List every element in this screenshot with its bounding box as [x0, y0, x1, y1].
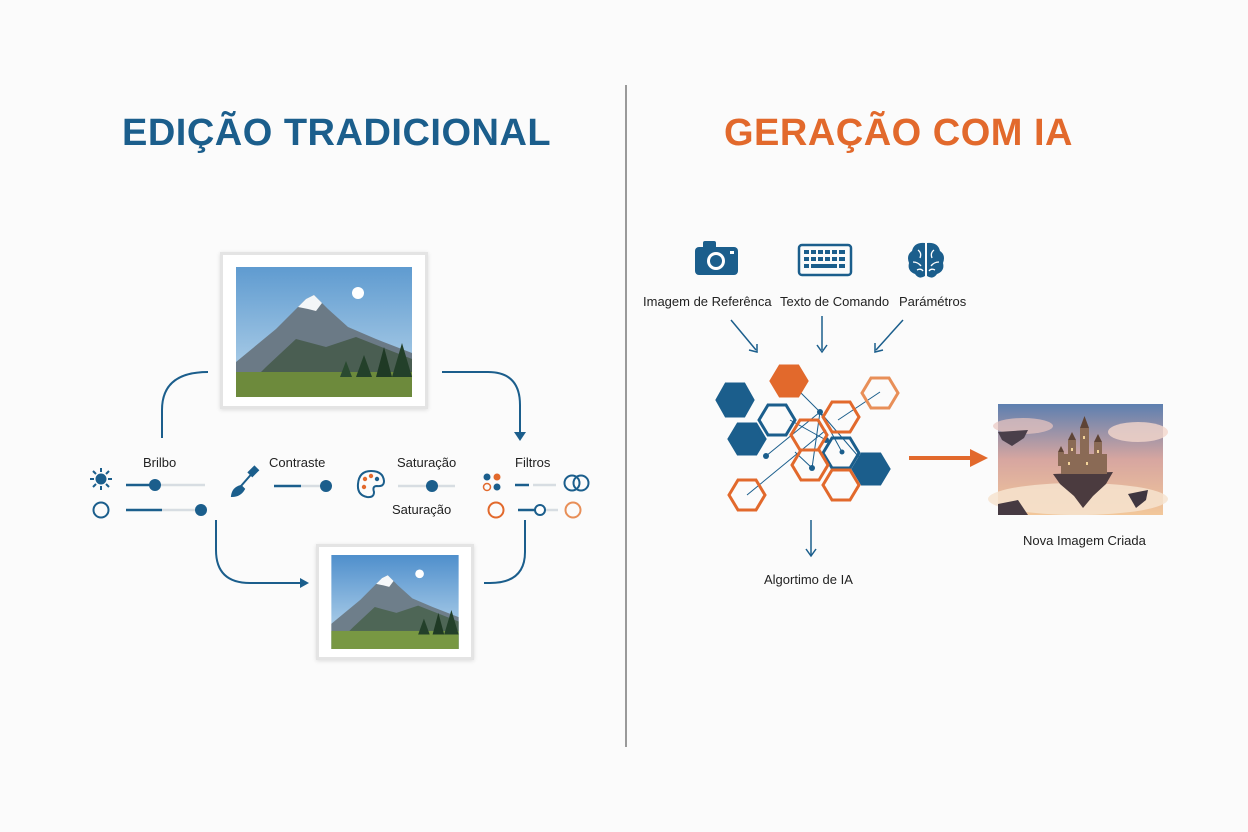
palette-icon	[356, 469, 386, 499]
hex-node	[821, 436, 861, 470]
keyboard-icon	[797, 243, 853, 277]
hex-node	[790, 448, 830, 482]
mountain-photo-edited	[331, 555, 459, 649]
mountain-photo	[236, 267, 412, 397]
edited-photo-frame	[316, 544, 474, 660]
filter-toggle-2[interactable]	[564, 501, 582, 519]
hex-node	[727, 422, 767, 456]
brain-icon	[908, 242, 944, 278]
left-title: EDIÇÃO TRADICIONAL	[122, 112, 552, 154]
hex-node	[757, 403, 797, 437]
input-params-label: Parámétros	[899, 294, 967, 309]
brightness-slider-2[interactable]	[126, 504, 207, 516]
filter-dots-icon	[482, 473, 501, 492]
input-command-text-label: Texto de Comando	[780, 294, 890, 309]
hex-node	[860, 376, 900, 410]
input-image-ref-label: Imagem de Referênca	[643, 294, 772, 309]
hex-node	[851, 452, 891, 486]
saturation-label-2: Saturação	[392, 502, 452, 517]
saturation-label: Saturação	[397, 455, 457, 470]
hex-node	[769, 364, 809, 398]
filter-toggle[interactable]	[487, 501, 505, 519]
filters-label: Filtros	[515, 455, 551, 470]
hex-node	[821, 468, 861, 502]
contrast-slider[interactable]	[274, 480, 332, 492]
sun-icon	[90, 468, 112, 490]
hex-node	[821, 400, 861, 434]
center-divider	[625, 85, 627, 747]
overlap-circles-icon	[563, 474, 590, 492]
original-photo-frame	[220, 252, 428, 409]
camera-icon	[695, 241, 738, 275]
saturation-slider[interactable]	[398, 480, 455, 492]
brush-icon	[230, 465, 260, 498]
hex-node	[789, 418, 829, 452]
brightness-toggle[interactable]	[92, 501, 110, 519]
right-title: GERAÇÃO COM IA	[724, 112, 1073, 154]
filter-slider-2[interactable]	[518, 504, 558, 516]
hex-node	[727, 478, 767, 512]
brightness-slider[interactable]	[126, 479, 205, 491]
generated-image	[988, 404, 1168, 515]
algorithm-label: Algortimo de IA	[764, 572, 853, 587]
contrast-label: Contraste	[269, 455, 326, 470]
brightness-label: Brilbo	[143, 455, 177, 470]
hex-node	[715, 382, 755, 418]
output-label: Nova Imagem Criada	[1023, 533, 1146, 548]
